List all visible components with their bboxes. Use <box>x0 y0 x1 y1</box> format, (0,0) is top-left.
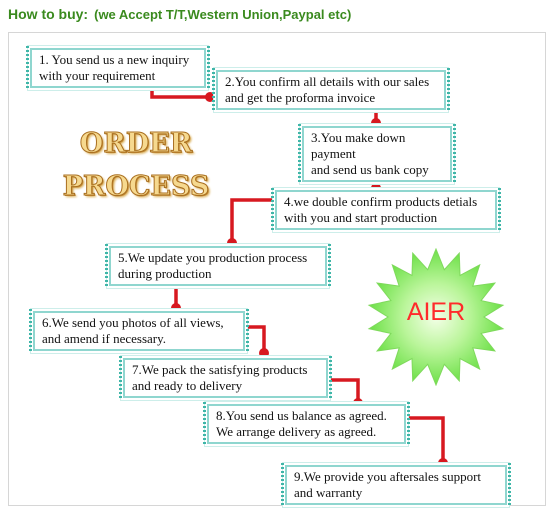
order-process-title: ORDER PROCESS <box>62 128 210 203</box>
header-lead: How to buy: <box>8 6 89 22</box>
payment-methods-note: (we Accept T/T,Western Union,Paypal etc) <box>94 7 352 22</box>
step-2-confirm-details: 2.You confirm all details with our sales… <box>212 68 450 112</box>
how-to-buy-header: How to buy: (we Accept T/T,Western Union,… <box>8 6 351 26</box>
badge-label: AIER <box>406 298 466 326</box>
step-8-balance-delivery: 8.You send us balance as agreed. We arra… <box>203 402 410 446</box>
step-6-photos: 6.We send you photos of all views, and a… <box>29 309 249 353</box>
step-9-aftersales: 9.We provide you aftersales support and … <box>281 463 511 507</box>
step-7-packing: 7.We pack the satisfying products and re… <box>119 356 332 400</box>
step-4-start-production: 4.we double confirm products detials wit… <box>271 188 501 232</box>
step-5-production-updates: 5.We update you production process durin… <box>105 244 331 288</box>
step-3-down-payment: 3.You make down payment and send us bank… <box>298 124 456 184</box>
step-1-inquiry: 1. You send us a new inquiry with your r… <box>26 46 210 90</box>
starburst-badge <box>367 248 505 386</box>
